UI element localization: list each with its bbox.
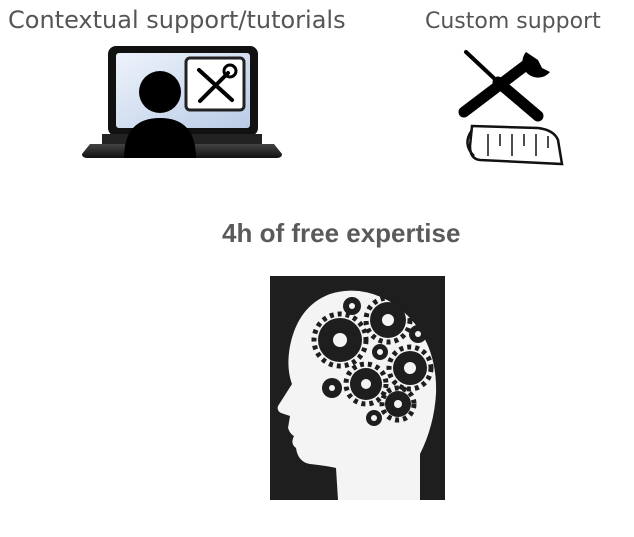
expertise-label: 4h of free expertise	[222, 218, 461, 248]
laptop-support-icon	[82, 46, 282, 158]
custom-support-label: Custom support	[425, 9, 601, 34]
contextual-support-label: Contextual support/tutorials	[8, 6, 346, 34]
head-gears-icon	[270, 276, 445, 500]
tools-measuring-tape-icon	[458, 50, 564, 166]
